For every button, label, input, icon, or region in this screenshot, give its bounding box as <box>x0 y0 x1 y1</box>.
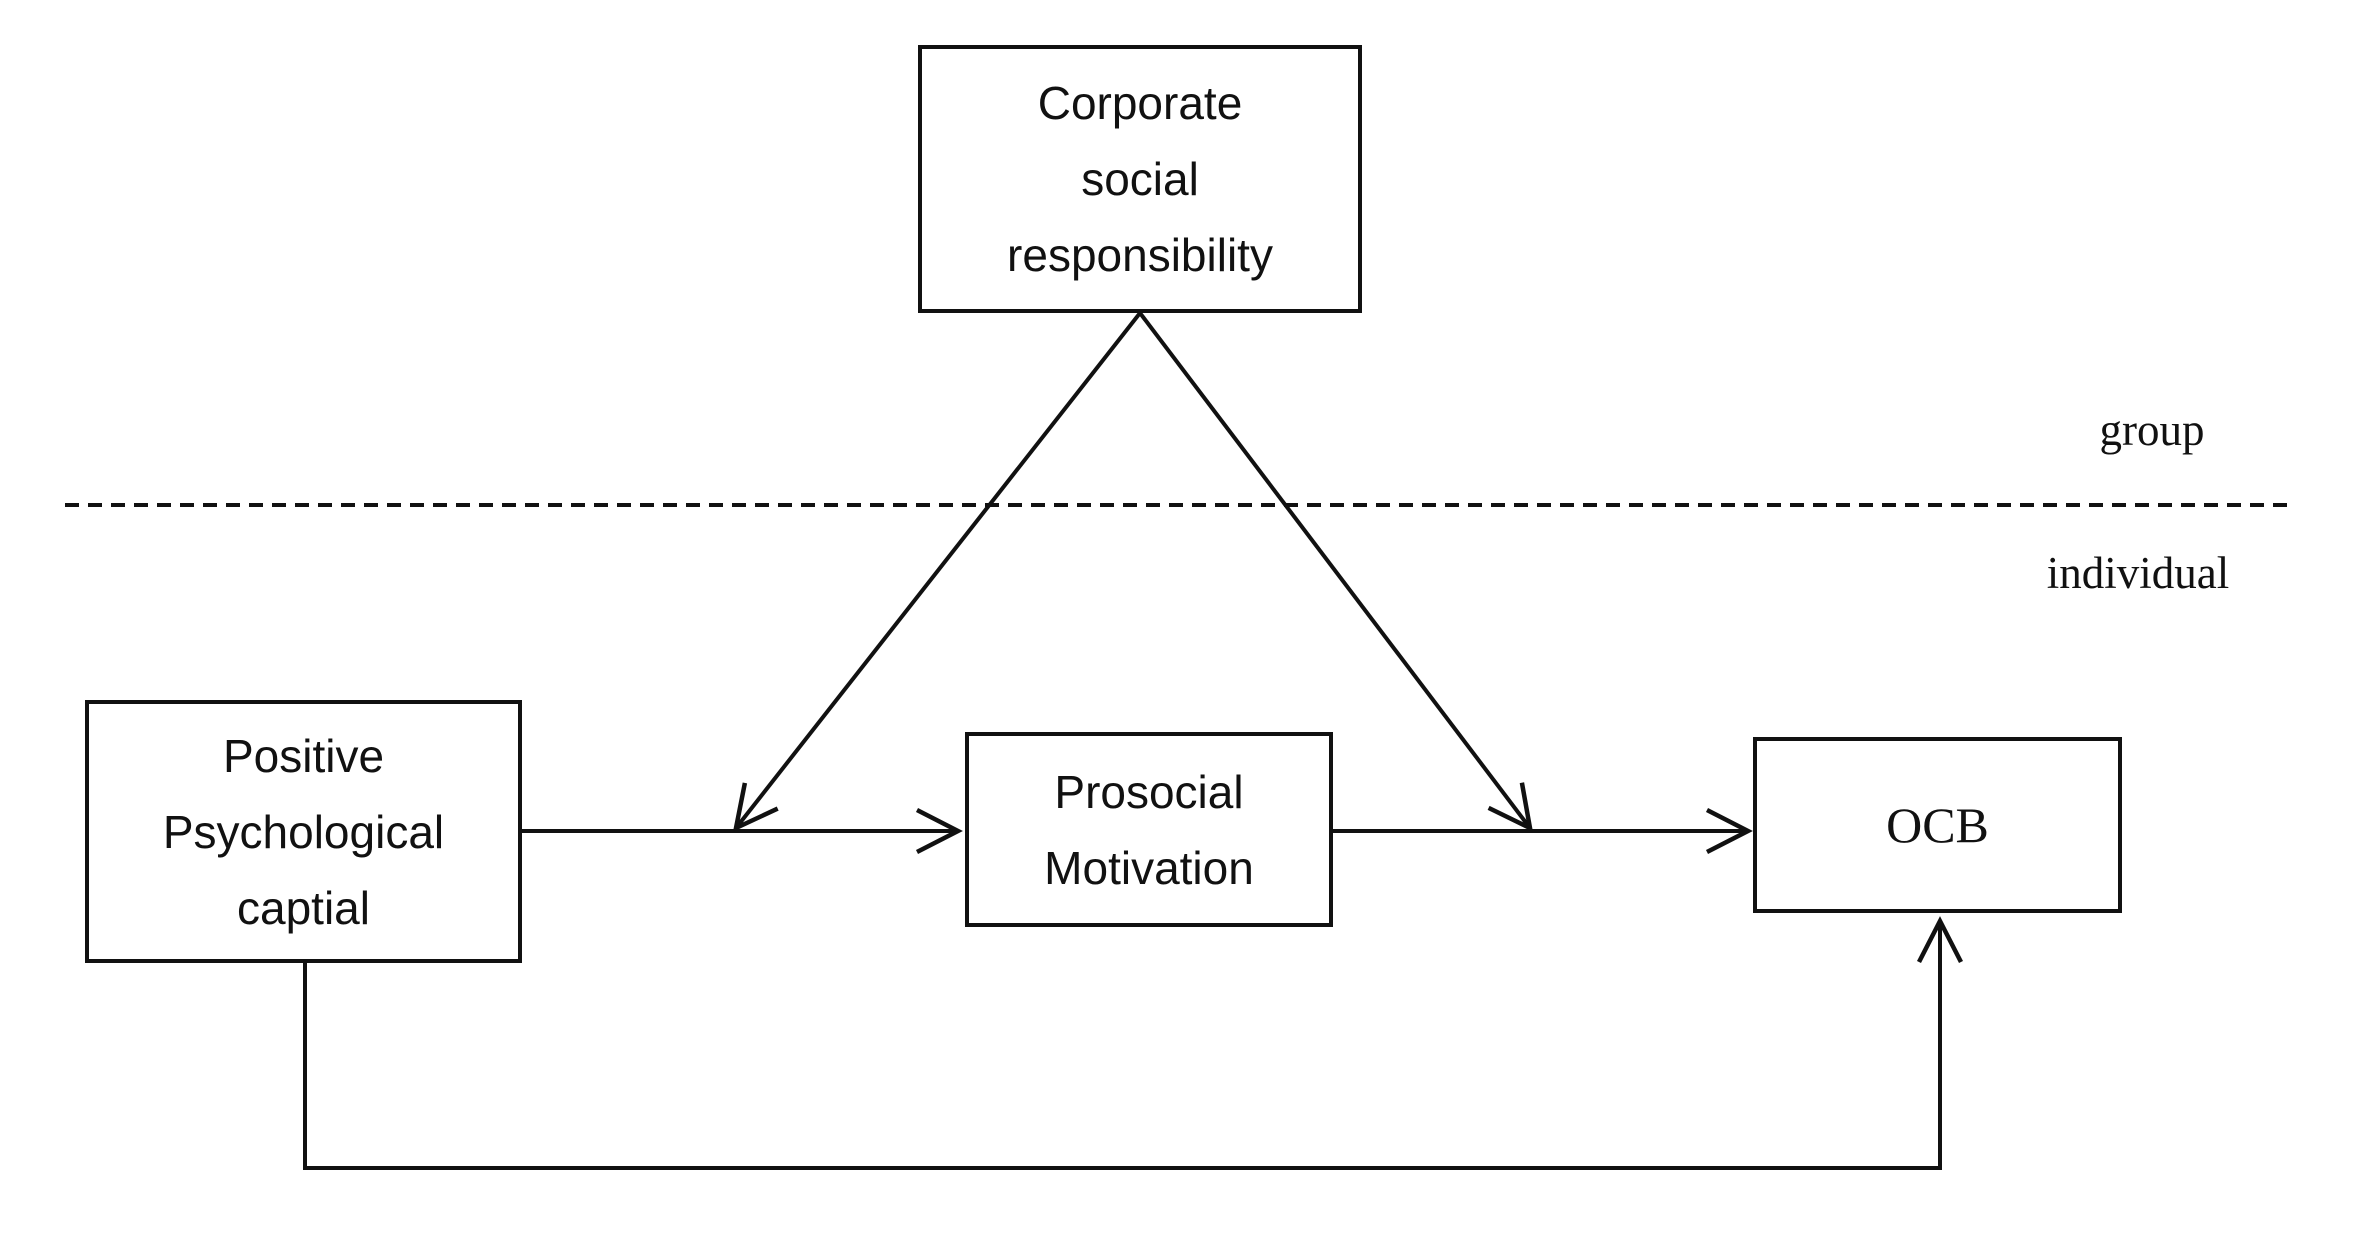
node-positive-psychological-capital: Positive Psychological captial <box>85 700 522 963</box>
node-label-line: Positive <box>222 729 385 782</box>
arrow-csr-to-right-path-shaft <box>1138 311 1532 830</box>
label-group-level: group <box>2099 405 2205 455</box>
arrow-csr-to-left-path-shaft <box>734 311 1142 830</box>
node-label-line: OCB <box>1886 797 1989 853</box>
arrow-ppc-to-ocb-direct-shaft <box>303 923 1942 1170</box>
node-label-line: responsibility <box>1007 229 1273 281</box>
node-ocb: OCB <box>1753 737 2122 913</box>
arrow-ppc-to-prosocial-head <box>915 807 963 855</box>
arrow-ppc-to-ocb-direct-head <box>1916 916 1964 964</box>
node-label-line: Prosocial <box>1054 765 1244 818</box>
node-label-line: Psychological <box>162 805 445 858</box>
node-label-line: captial <box>237 881 370 934</box>
node-corporate-social-responsibility: Corporate social responsibility <box>918 45 1362 313</box>
arrow-prosocial-to-ocb-head <box>1705 807 1753 855</box>
arrow-csr-to-left-path-head <box>732 782 779 832</box>
node-prosocial-motivation: Prosocial Motivation <box>965 732 1333 927</box>
label-individual-level: individual <box>2046 548 2230 598</box>
node-label-line: social <box>1081 153 1199 205</box>
arrow-csr-to-right-path-head <box>1487 782 1533 832</box>
node-label-line: Corporate <box>1037 77 1243 129</box>
node-label-line: Motivation <box>1044 841 1254 894</box>
